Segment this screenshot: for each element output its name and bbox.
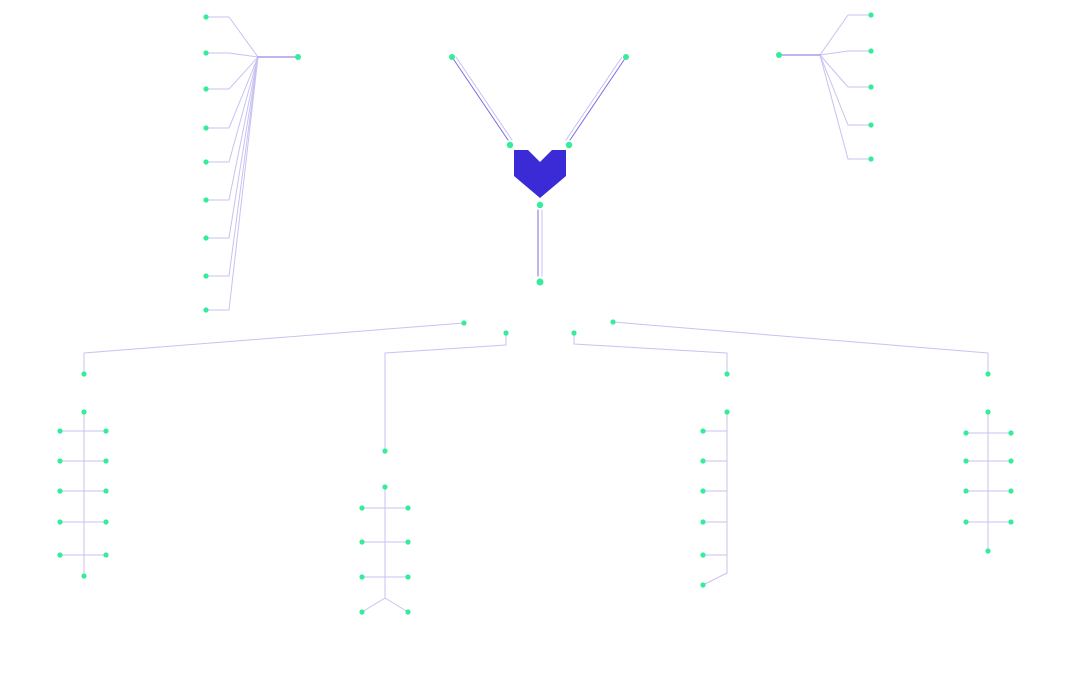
node-15[interactable]	[776, 52, 782, 58]
node-33[interactable]	[103, 458, 109, 464]
node-47[interactable]	[405, 574, 411, 580]
node-41[interactable]	[81, 573, 87, 579]
node-48[interactable]	[382, 484, 388, 490]
edge-7	[205, 56, 259, 277]
edge-3	[205, 56, 259, 129]
node-45[interactable]	[405, 539, 411, 545]
node-42[interactable]	[359, 505, 365, 511]
node-23[interactable]	[503, 330, 509, 336]
node-3[interactable]	[203, 125, 209, 131]
node-layer	[57, 12, 1014, 615]
node-28[interactable]	[724, 371, 730, 377]
edge-36	[361, 597, 409, 613]
node-9[interactable]	[295, 54, 301, 60]
node-39[interactable]	[103, 552, 109, 558]
node-37[interactable]	[103, 519, 109, 525]
node-8[interactable]	[203, 307, 209, 313]
node-0[interactable]	[203, 14, 209, 20]
edge-22	[83, 322, 465, 375]
node-11[interactable]	[868, 48, 874, 54]
edge-25	[612, 321, 989, 375]
node-1[interactable]	[203, 50, 209, 56]
node-2[interactable]	[203, 86, 209, 92]
node-16[interactable]	[449, 54, 455, 60]
node-5[interactable]	[203, 197, 209, 203]
edge-37	[702, 411, 728, 586]
node-55[interactable]	[700, 552, 706, 558]
node-40[interactable]	[81, 409, 87, 415]
edge-4	[205, 56, 259, 163]
node-38[interactable]	[57, 552, 63, 558]
edge-18	[569, 56, 627, 141]
node-32[interactable]	[57, 458, 63, 464]
edge-13	[819, 54, 872, 126]
edge-17	[455, 56, 513, 141]
node-17[interactable]	[623, 54, 629, 60]
node-64[interactable]	[963, 519, 969, 525]
node-51[interactable]	[700, 428, 706, 434]
edge-layer	[59, 14, 1012, 613]
edge-12	[819, 54, 872, 88]
node-43[interactable]	[405, 505, 411, 511]
node-58[interactable]	[963, 430, 969, 436]
node-57[interactable]	[700, 582, 706, 588]
node-49[interactable]	[359, 609, 365, 615]
node-6[interactable]	[203, 235, 209, 241]
node-7[interactable]	[203, 273, 209, 279]
node-19[interactable]	[565, 141, 573, 149]
node-24[interactable]	[571, 330, 577, 336]
node-59[interactable]	[1008, 430, 1014, 436]
node-14[interactable]	[868, 156, 874, 162]
edge-19	[565, 56, 623, 141]
edge-0	[205, 16, 259, 58]
heart-chevron-icon[interactable]	[514, 150, 566, 198]
edge-23	[384, 332, 507, 452]
node-29[interactable]	[985, 371, 991, 377]
node-66[interactable]	[985, 409, 991, 415]
node-46[interactable]	[359, 574, 365, 580]
node-30[interactable]	[57, 428, 63, 434]
node-54[interactable]	[700, 519, 706, 525]
node-27[interactable]	[382, 448, 388, 454]
edge-10	[819, 14, 872, 56]
node-13[interactable]	[868, 122, 874, 128]
node-10[interactable]	[868, 12, 874, 18]
node-36[interactable]	[57, 519, 63, 525]
edge-16	[451, 56, 509, 141]
edge-14	[819, 54, 872, 160]
node-56[interactable]	[724, 409, 730, 415]
node-25[interactable]	[610, 319, 616, 325]
node-18[interactable]	[506, 141, 514, 149]
logo-layer	[514, 150, 566, 198]
node-62[interactable]	[963, 488, 969, 494]
edge-11	[819, 50, 872, 56]
node-60[interactable]	[963, 458, 969, 464]
node-34[interactable]	[57, 488, 63, 494]
node-65[interactable]	[1008, 519, 1014, 525]
node-31[interactable]	[103, 428, 109, 434]
node-61[interactable]	[1008, 458, 1014, 464]
node-26[interactable]	[81, 371, 87, 377]
node-53[interactable]	[700, 488, 706, 494]
node-63[interactable]	[1008, 488, 1014, 494]
node-50[interactable]	[405, 609, 411, 615]
node-35[interactable]	[103, 488, 109, 494]
edge-24	[573, 332, 728, 375]
node-44[interactable]	[359, 539, 365, 545]
node-52[interactable]	[700, 458, 706, 464]
edge-1	[205, 52, 259, 58]
node-67[interactable]	[985, 548, 991, 554]
node-4[interactable]	[203, 159, 209, 165]
node-21[interactable]	[536, 278, 544, 286]
node-12[interactable]	[868, 84, 874, 90]
edge-6	[205, 56, 259, 239]
node-20[interactable]	[536, 201, 544, 209]
node-22[interactable]	[461, 320, 467, 326]
edge-2	[205, 56, 259, 90]
edge-8	[205, 56, 259, 311]
edge-5	[205, 56, 259, 201]
